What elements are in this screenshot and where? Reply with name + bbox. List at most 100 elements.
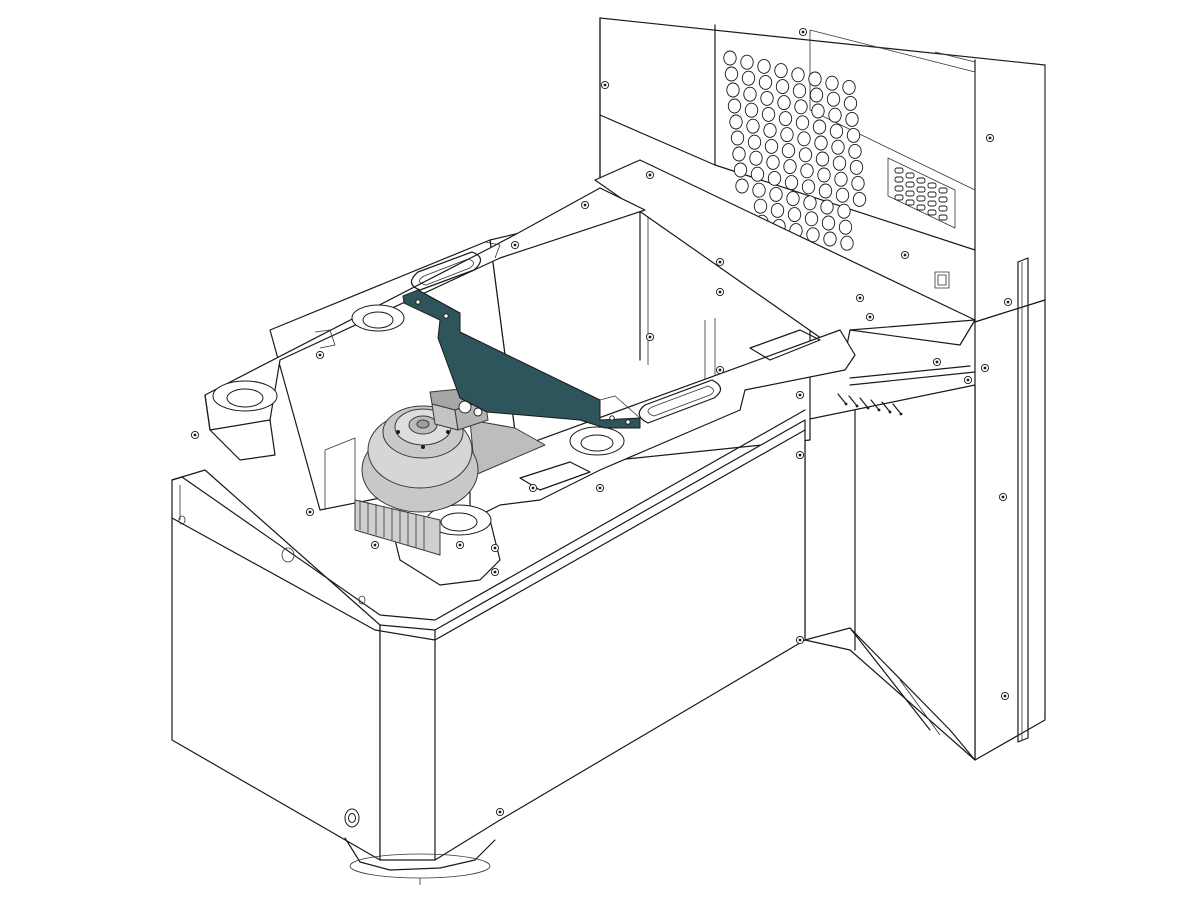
- vent-slot: [916, 177, 926, 184]
- screw-head: [932, 357, 942, 367]
- vent-hole: [846, 127, 861, 143]
- vent-hole: [840, 235, 854, 251]
- screw-center: [193, 433, 197, 437]
- pin-tip: [899, 412, 903, 416]
- vent-hole: [842, 79, 856, 95]
- vent-hole: [780, 127, 794, 143]
- vent-hole: [766, 154, 780, 170]
- screw-center: [493, 546, 497, 550]
- vent-hole: [835, 187, 850, 203]
- screw-head: [595, 483, 605, 493]
- pin: [848, 395, 858, 407]
- vent-hole: [752, 182, 766, 198]
- screw-head: [963, 375, 973, 385]
- screw-head: [985, 133, 995, 143]
- vent-hole: [743, 86, 757, 102]
- vent-hole: [845, 111, 859, 127]
- vent-hole: [735, 178, 749, 194]
- pin-tip: [888, 410, 892, 414]
- screw-center: [718, 260, 722, 264]
- vent-hole: [792, 83, 807, 99]
- screw-head: [600, 80, 610, 90]
- vent-hole: [809, 87, 824, 103]
- vent-hole: [831, 139, 845, 155]
- vent-slot: [938, 205, 948, 212]
- screw-center: [308, 510, 312, 514]
- screw-center: [868, 315, 872, 319]
- vent-slot: [894, 167, 904, 174]
- vent-hole: [726, 82, 740, 98]
- screw-head: [510, 240, 520, 250]
- vent-slot: [916, 204, 926, 211]
- vent-hole: [767, 170, 782, 186]
- pin: [859, 397, 869, 409]
- vent-hole: [758, 74, 773, 90]
- screw-head: [490, 543, 500, 553]
- screw-center: [603, 83, 607, 87]
- vent-hole: [794, 99, 808, 115]
- screw-head: [190, 430, 200, 440]
- vent-hole: [760, 90, 774, 106]
- ventilation-holes: [723, 50, 867, 251]
- vent-hole: [814, 135, 828, 151]
- screw-heads: [190, 27, 1013, 817]
- vent-hole: [740, 54, 754, 70]
- motor-assembly: [354, 387, 546, 556]
- connector-pins: [837, 393, 903, 416]
- pin-tip: [866, 406, 870, 410]
- vent-slot: [894, 176, 904, 183]
- screw-head: [795, 390, 805, 400]
- corner-cups: [212, 304, 625, 536]
- pin: [881, 401, 891, 413]
- screw-head: [900, 250, 910, 260]
- vent-hole: [761, 106, 776, 122]
- screw-head: [865, 312, 875, 322]
- vent-hole: [777, 95, 791, 111]
- screw-center: [983, 366, 987, 370]
- vent-hole: [750, 166, 765, 182]
- vent-hole: [820, 199, 834, 215]
- vent-slot: [916, 186, 926, 193]
- screw-head: [455, 540, 465, 550]
- screw-head: [315, 350, 325, 360]
- pin-tip: [877, 408, 881, 412]
- vent-hole: [811, 103, 825, 119]
- screw-center: [531, 486, 535, 490]
- screw-center: [513, 243, 517, 247]
- screw-center: [373, 543, 377, 547]
- vent-hole: [741, 70, 756, 86]
- screw-center: [935, 360, 939, 364]
- vent-slot: [905, 190, 915, 197]
- screw-center: [648, 335, 652, 339]
- vent-hole: [770, 202, 785, 218]
- pin-tip: [855, 404, 859, 408]
- vent-slot: [938, 187, 948, 194]
- vent-slot: [905, 172, 915, 179]
- screw-center: [801, 30, 805, 34]
- vent-hole: [798, 147, 813, 163]
- vent-hole: [808, 71, 822, 87]
- screw-head: [715, 365, 725, 375]
- screw-head: [645, 170, 655, 180]
- screw-head: [855, 293, 865, 303]
- vent-hole: [769, 186, 783, 202]
- screw-head: [798, 27, 808, 37]
- screw-center: [718, 368, 722, 372]
- screw-head: [490, 567, 500, 577]
- vent-hole: [851, 175, 865, 191]
- vent-hole: [804, 211, 819, 227]
- vent-hole: [723, 50, 737, 66]
- vent-hole: [744, 102, 759, 118]
- vent-slot: [938, 214, 948, 221]
- vent-hole: [733, 162, 748, 178]
- screw-head: [715, 287, 725, 297]
- vent-hole: [800, 163, 814, 179]
- vent-hole: [757, 58, 771, 74]
- screw-head: [528, 483, 538, 493]
- screw-head: [980, 363, 990, 373]
- vent-hole: [764, 138, 779, 154]
- vent-hole: [797, 131, 811, 147]
- vent-hole: [763, 122, 777, 138]
- vent-hole: [821, 215, 836, 231]
- screw-center: [966, 378, 970, 382]
